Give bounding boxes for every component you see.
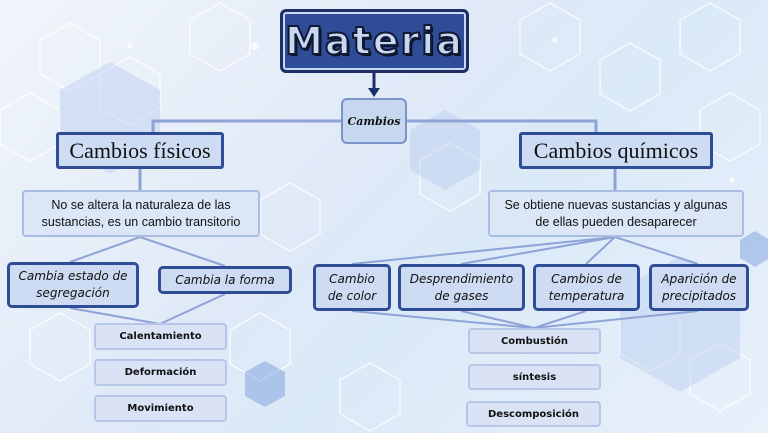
category-label: Desprendimiento de gases [409, 271, 514, 303]
physical-description-text: No se altera la naturaleza de las sustan… [41, 197, 241, 229]
chemical-category-temperature: Cambios de temperatura [533, 264, 640, 311]
chemical-heading-text: Cambios químicos [533, 137, 699, 163]
chemical-example-combustion: Combustión [468, 328, 601, 354]
connector-text: Cambios [347, 114, 401, 128]
chemical-description-text: Se obtiene nuevas sustancias y algunas d… [504, 197, 728, 229]
category-label: Aparición de precipitados [661, 271, 737, 303]
connector-box: Cambios [341, 98, 407, 144]
title-text: Materia [284, 18, 464, 64]
chemical-example-decomposition: Descomposición [466, 401, 601, 427]
example-label: Combustión [500, 335, 569, 347]
chemical-category-color: Cambio de color [313, 264, 391, 311]
physical-description: No se altera la naturaleza de las sustan… [22, 190, 260, 237]
example-label: Descomposición [487, 408, 579, 420]
example-label: síntesis [512, 371, 557, 383]
category-label: Cambia estado de segregación [18, 269, 128, 300]
example-label: Deformación [124, 367, 197, 378]
chemical-description: Se obtiene nuevas sustancias y algunas d… [488, 190, 744, 237]
chemical-category-precipitates: Aparición de precipitados [649, 264, 749, 311]
physical-example-movement: Movimiento [94, 395, 227, 422]
physical-changes-heading: Cambios físicos [56, 132, 224, 169]
physical-heading-text: Cambios físicos [69, 137, 211, 163]
example-label: Movimiento [127, 403, 194, 414]
category-label: Cambia la forma [175, 272, 275, 287]
chemical-category-gases: Desprendimiento de gases [398, 264, 525, 311]
physical-category-state: Cambia estado de segregación [7, 262, 139, 308]
chemical-example-synthesis: síntesis [468, 364, 601, 390]
chemical-changes-heading: Cambios químicos [519, 132, 713, 169]
category-label: Cambio de color [327, 271, 377, 303]
physical-category-shape: Cambia la forma [158, 266, 292, 294]
example-label: Calentamiento [119, 331, 202, 342]
title-box: Materia [280, 9, 469, 73]
category-label: Cambios de temperatura [548, 271, 625, 303]
physical-example-deformation: Deformación [94, 359, 227, 386]
physical-example-heating: Calentamiento [94, 323, 227, 350]
